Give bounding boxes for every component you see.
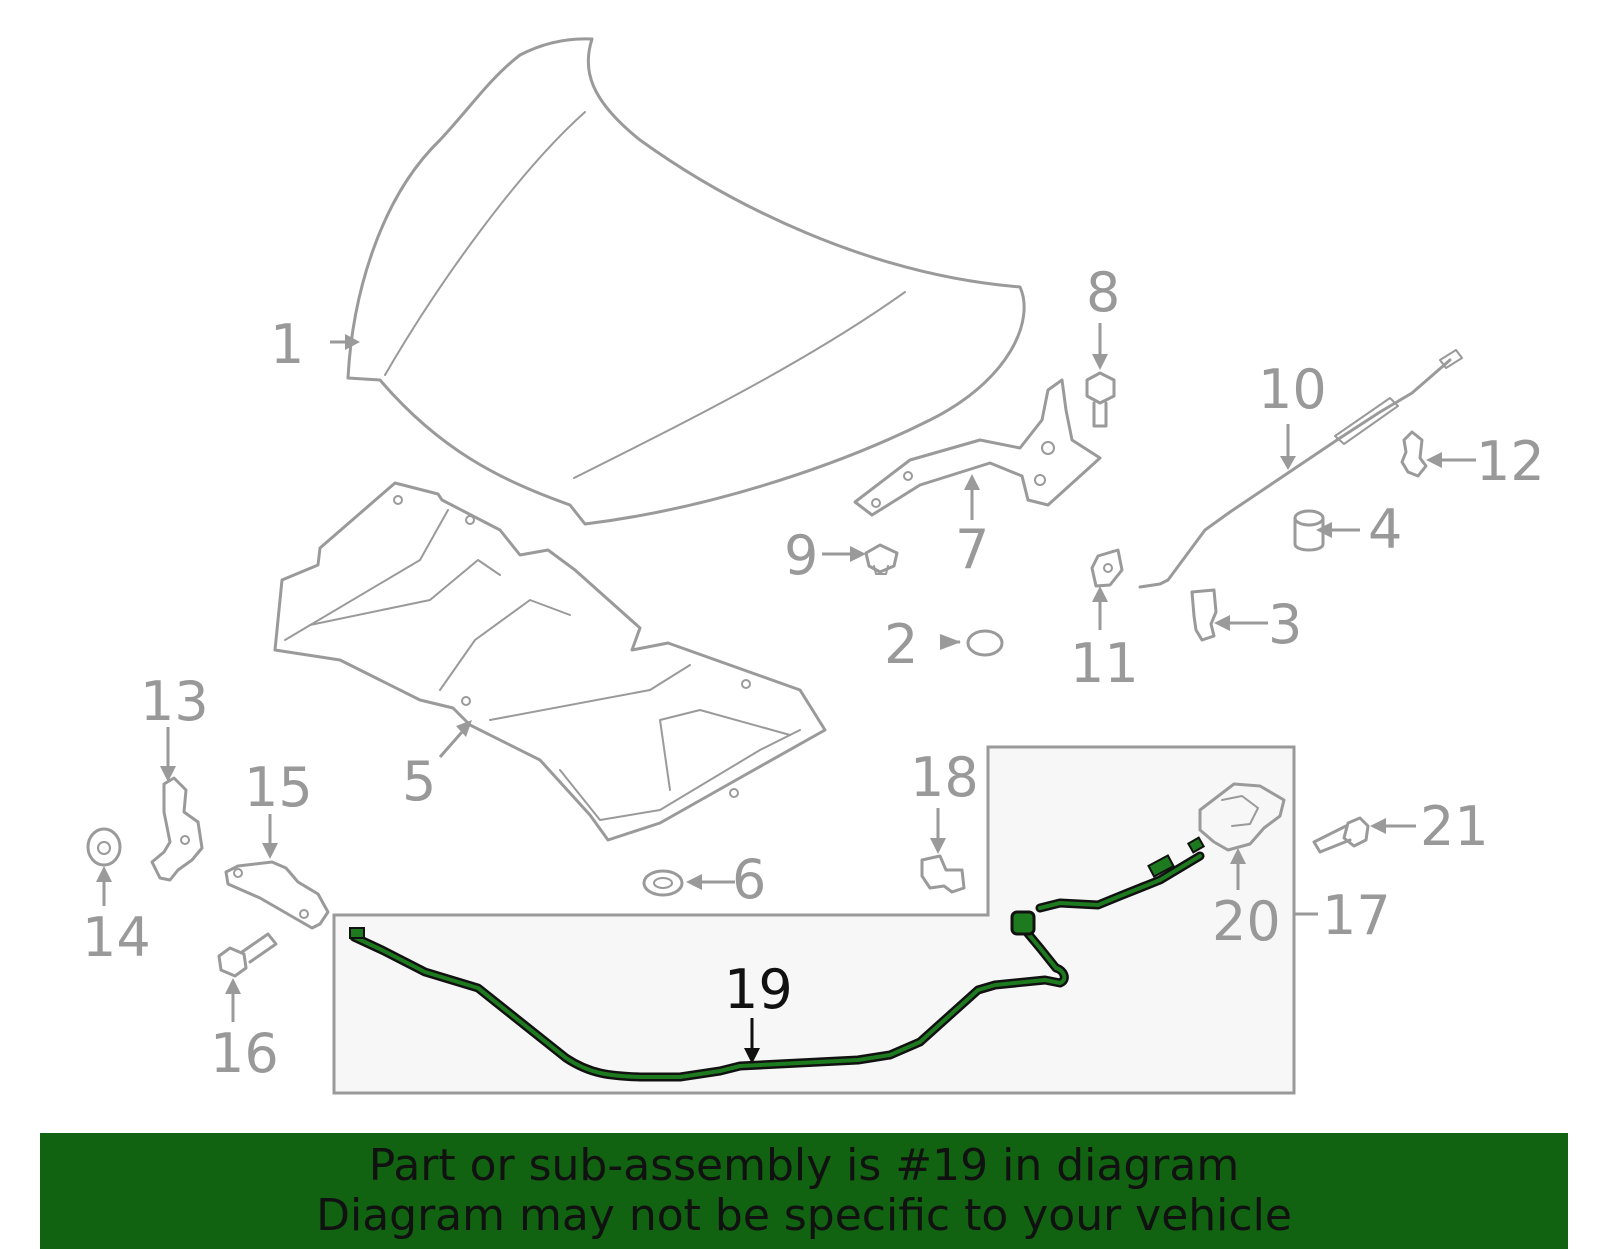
- label-1: 1: [270, 313, 304, 376]
- label-7: 7: [955, 518, 989, 581]
- inset-box: [332, 745, 1296, 1095]
- label-21: 21: [1420, 795, 1489, 858]
- cable-adjuster: [1147, 854, 1175, 878]
- prop-rod-bracket[interactable]: [1090, 548, 1124, 588]
- cable-end-fitting-latch: [1186, 836, 1206, 854]
- leader-lines: [96, 323, 1476, 1064]
- grommet[interactable]: [642, 869, 684, 897]
- label-12: 12: [1476, 430, 1545, 493]
- clip-nut[interactable]: [864, 543, 899, 575]
- label-13: 13: [140, 670, 209, 733]
- hood-latch[interactable]: [1198, 782, 1286, 852]
- label-17: 17: [1322, 884, 1391, 947]
- holder-clip[interactable]: [1400, 430, 1428, 478]
- hood-hinge[interactable]: [853, 378, 1102, 517]
- prop-rod[interactable]: [1138, 349, 1463, 589]
- info-banner: Part or sub-assembly is #19 in diagram D…: [40, 1133, 1568, 1249]
- latch-bolt[interactable]: [1312, 816, 1370, 854]
- hinge-bolt[interactable]: [1085, 371, 1116, 428]
- lock-bracket[interactable]: [150, 776, 204, 882]
- label-3: 3: [1268, 593, 1302, 656]
- label-20: 20: [1212, 890, 1281, 953]
- cable-clip[interactable]: [920, 854, 966, 894]
- label-4: 4: [1368, 498, 1402, 561]
- label-6: 6: [732, 848, 766, 911]
- label-2: 2: [884, 613, 918, 676]
- label-16: 16: [210, 1022, 279, 1085]
- latch-bracket-plate[interactable]: [224, 860, 330, 930]
- label-15: 15: [244, 756, 313, 819]
- cable-grommet: [1010, 910, 1036, 936]
- hood-insulator[interactable]: [273, 481, 827, 842]
- label-10: 10: [1258, 358, 1327, 421]
- label-9: 9: [784, 524, 818, 587]
- retainer-clip[interactable]: [1190, 588, 1218, 642]
- label-11: 11: [1070, 632, 1139, 695]
- label-8: 8: [1086, 261, 1120, 324]
- label-19: 19: [724, 958, 793, 1021]
- banner-line-1: Part or sub-assembly is #19 in diagram: [368, 1140, 1240, 1191]
- flange-nut[interactable]: [86, 827, 122, 867]
- hood-panel[interactable]: [346, 37, 1026, 526]
- hood-release-cable[interactable]: [349, 836, 1206, 1082]
- cable-end-fitting: [349, 927, 365, 939]
- hood-bumper[interactable]: [1293, 509, 1325, 552]
- bolt[interactable]: [217, 932, 278, 978]
- label-5: 5: [402, 750, 436, 813]
- plug[interactable]: [966, 629, 1004, 657]
- label-14: 14: [82, 906, 151, 969]
- banner-line-2: Diagram may not be specific to your vehi…: [316, 1190, 1292, 1241]
- label-18: 18: [910, 746, 979, 809]
